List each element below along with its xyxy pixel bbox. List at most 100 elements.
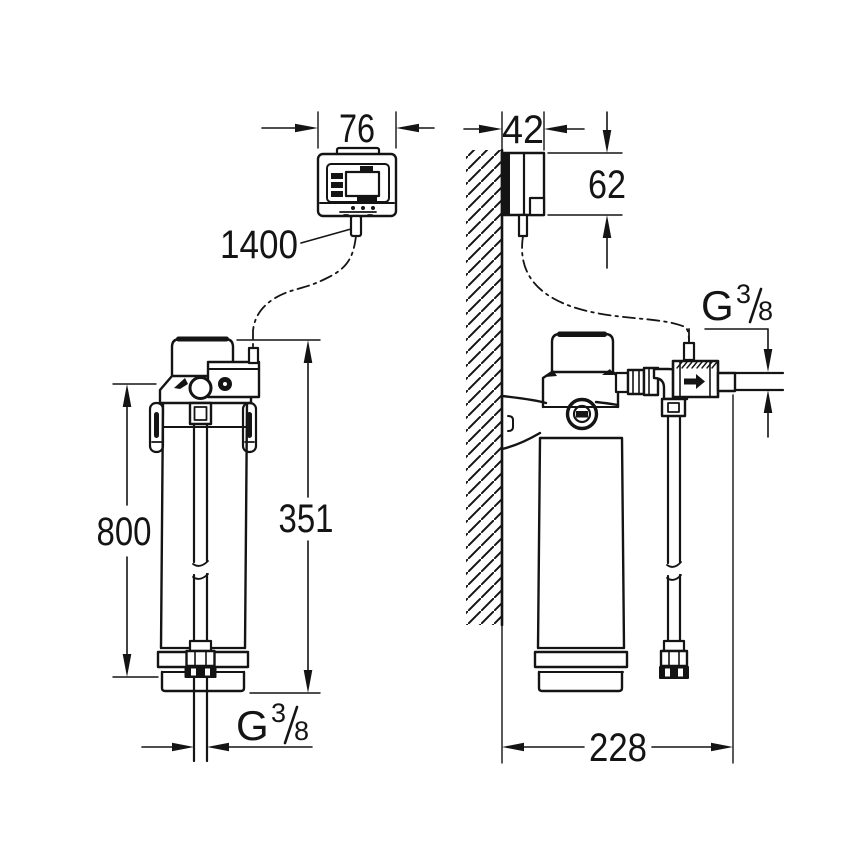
flow-direction-arrow bbox=[684, 378, 696, 385]
thread-symbol: G bbox=[236, 702, 269, 749]
coupling-slot bbox=[191, 668, 196, 676]
hose-tube bbox=[666, 414, 682, 643]
arrowhead bbox=[122, 384, 132, 407]
dimension-label-1400: 1400 bbox=[220, 223, 298, 267]
head-valve-block bbox=[206, 360, 261, 399]
extension-lines bbox=[501, 111, 545, 151]
arrowhead bbox=[295, 123, 318, 133]
thread-label-bottom: G 3 8 bbox=[141, 698, 313, 752]
arrowhead bbox=[303, 670, 313, 693]
hose-tube bbox=[192, 422, 209, 643]
dimension-height-800: 800 bbox=[97, 383, 159, 678]
check-valve bbox=[671, 341, 720, 399]
outlet-fitting bbox=[716, 371, 737, 393]
extension-lines bbox=[236, 339, 321, 694]
bracket-cutout bbox=[507, 415, 514, 432]
display-sensor bbox=[360, 166, 373, 173]
coupling-slot bbox=[665, 668, 670, 677]
valve-port-center bbox=[223, 382, 227, 386]
arrowhead bbox=[502, 742, 524, 752]
thread-symbol: G bbox=[701, 282, 734, 329]
arrowhead bbox=[172, 742, 194, 752]
dimension-label-62: 62 bbox=[588, 163, 626, 207]
arrowhead bbox=[544, 124, 567, 134]
flexible-hose-side bbox=[659, 414, 689, 679]
hose-break bbox=[666, 561, 682, 581]
dimension-offset-228: 228 bbox=[502, 394, 734, 770]
valve-lines bbox=[679, 360, 711, 398]
nut-facets bbox=[668, 650, 680, 667]
arrowhead bbox=[303, 340, 313, 363]
hose-tail bbox=[192, 676, 209, 763]
arrowhead bbox=[602, 130, 612, 153]
arrowhead bbox=[763, 349, 773, 372]
dimension-depth-42: 42 bbox=[463, 108, 585, 152]
thread-denominator: 8 bbox=[758, 296, 773, 326]
led-dot bbox=[351, 206, 355, 210]
hose-lower-band bbox=[188, 639, 213, 653]
nut-facets bbox=[194, 650, 207, 667]
extension-lines bbox=[547, 152, 623, 216]
arrowhead bbox=[479, 124, 502, 134]
arrowhead bbox=[602, 215, 612, 238]
cable-connector-stub bbox=[247, 346, 260, 365]
hose-nut-facet bbox=[193, 406, 208, 421]
bottom-cup bbox=[160, 670, 246, 693]
cable-stub-front bbox=[349, 214, 363, 238]
filter-front-view bbox=[148, 336, 261, 763]
arrowhead bbox=[122, 654, 132, 677]
arrowhead bbox=[396, 123, 419, 133]
controller-side-view bbox=[500, 151, 546, 238]
mounting-plate bbox=[502, 153, 510, 215]
thread-denominator: 8 bbox=[294, 716, 309, 746]
hose-upper-nut-facet bbox=[667, 402, 680, 413]
bracket-arm bbox=[500, 394, 620, 451]
outlet-hose-front bbox=[184, 376, 217, 763]
dimension-width-76: 76 bbox=[261, 107, 435, 151]
controller-slot bbox=[357, 197, 377, 201]
sensor-cable-front bbox=[252, 235, 357, 348]
filter-cap-top-band bbox=[557, 331, 607, 337]
dimension-label-42: 42 bbox=[502, 108, 544, 152]
thread-label-side: G 3 8 bbox=[701, 279, 773, 438]
wall-section bbox=[466, 148, 504, 764]
arrowhead bbox=[207, 742, 229, 752]
fraction-slash bbox=[283, 705, 299, 745]
head-detail-wedge bbox=[602, 369, 614, 375]
hose-lower-nut bbox=[659, 649, 689, 668]
bracket-screw-slot bbox=[576, 411, 588, 418]
coupling-slot bbox=[678, 668, 683, 677]
thread-numerator: 3 bbox=[271, 698, 286, 728]
filter-body-side bbox=[536, 436, 626, 650]
valve-cable-stub bbox=[682, 341, 696, 362]
fitting-hex bbox=[626, 368, 646, 396]
hex-facets bbox=[632, 369, 640, 395]
arrowhead bbox=[711, 742, 733, 752]
fraction-slash bbox=[748, 287, 763, 324]
controller-button bbox=[331, 191, 343, 197]
controller-button bbox=[331, 182, 343, 188]
thread-numerator: 3 bbox=[736, 279, 751, 309]
bottom-ring-band bbox=[533, 650, 629, 669]
dimension-cable-1400: 1400 bbox=[220, 223, 352, 267]
outlet-pipe bbox=[733, 371, 785, 392]
coupling-slot bbox=[205, 668, 210, 676]
hose-coupling-nut bbox=[659, 666, 689, 679]
led-dot bbox=[361, 206, 365, 210]
hose-loop bbox=[188, 376, 213, 400]
dimension-label-800: 800 bbox=[97, 510, 152, 554]
fitting-piece bbox=[614, 371, 630, 394]
dimension-height-351: 351 bbox=[236, 339, 334, 694]
controller-front-view bbox=[316, 146, 398, 238]
extension-lines bbox=[317, 111, 397, 149]
bottom-cup bbox=[537, 670, 624, 693]
filter-side-view bbox=[500, 331, 785, 693]
hose-break bbox=[192, 560, 209, 580]
dimension-label-351: 351 bbox=[279, 497, 334, 541]
hose-lower-nut bbox=[185, 649, 216, 668]
hose-coupling-nut bbox=[184, 666, 217, 678]
controller-base-ticks bbox=[339, 211, 377, 216]
controller-button bbox=[331, 173, 343, 179]
